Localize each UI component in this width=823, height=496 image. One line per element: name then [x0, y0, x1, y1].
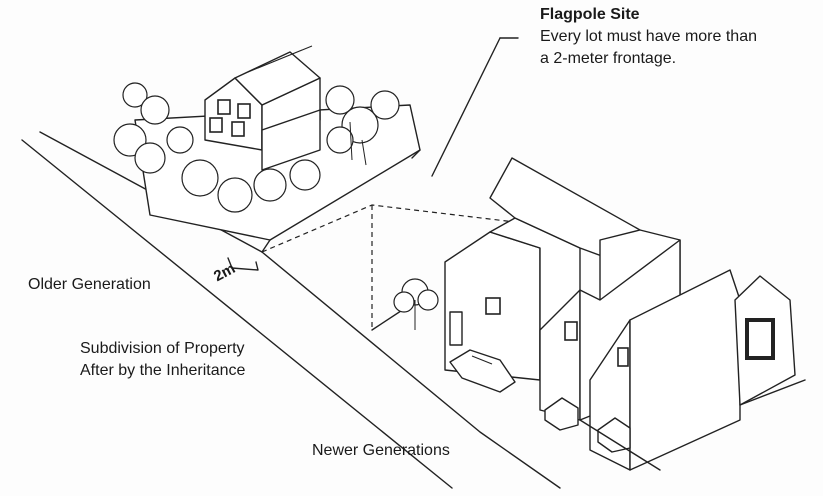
label-subdivision-line-2: After by the Inheritance	[80, 362, 246, 379]
frontage-dimension	[227, 257, 259, 271]
older-lot	[113, 45, 421, 253]
tree-cluster-right	[325, 85, 400, 166]
newer-house-4	[734, 275, 796, 406]
new-lot-lines	[579, 379, 806, 471]
annotation-line-2: a 2-meter frontage.	[540, 50, 677, 67]
label-older-generation: Older Generation	[28, 276, 151, 293]
front-tree	[393, 278, 439, 330]
older-house	[204, 45, 321, 171]
car	[449, 349, 516, 393]
annotation-title: Flagpole Site	[540, 6, 640, 23]
label-subdivision-line-1: Subdivision of Property	[80, 340, 245, 357]
annotation-line-1: Every lot must have more than	[540, 28, 757, 45]
label-newer-generations: Newer Generations	[312, 442, 450, 459]
tree-cluster-left	[113, 82, 321, 213]
